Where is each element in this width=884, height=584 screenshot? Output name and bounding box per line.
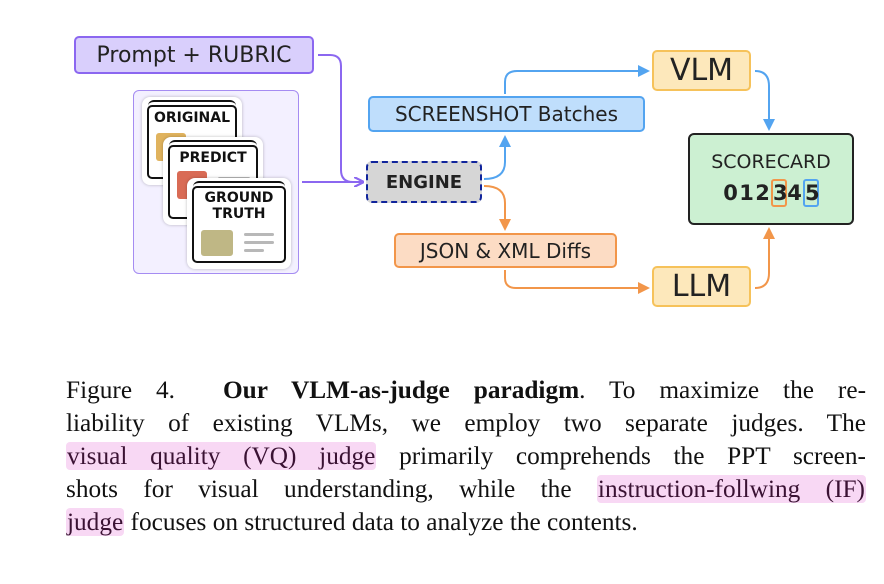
ground-truth-slide-card: GROUND TRUTH <box>187 178 291 269</box>
figure-diagram: Prompt + RUBRIC ORIGINAL PREDICT GROUND … <box>74 36 854 307</box>
caption-line: liability of existing VLMs, we employ tw… <box>66 409 866 437</box>
screenshot-batches-label: SCREENSHOT Batches <box>394 102 619 126</box>
caption-title: Our VLM-as-judge paradigm <box>222 376 580 404</box>
caption-line: judge focuses on structured data to anal… <box>66 508 638 536</box>
original-card-label: ORIGINAL <box>153 110 231 126</box>
score-digit: 4 <box>787 181 803 205</box>
llm-box: LLM <box>652 266 751 307</box>
score-row: 0 1 2 3 4 5 <box>723 179 821 207</box>
figure-caption: Figure 4. Our VLM-as-judge paradigm. To … <box>66 374 866 539</box>
if-judge-highlight: instruction-follwing (IF) <box>596 475 866 503</box>
vq-judge-highlight: visual quality (VQ) judge <box>66 442 377 470</box>
scorecard-box: SCORECARD 0 1 2 3 4 5 <box>688 133 854 225</box>
json-to-llm-connector <box>504 270 650 294</box>
predict-card-label: PREDICT <box>179 150 247 166</box>
caption-figure-label: Figure 4. <box>66 376 175 404</box>
score-digit: 1 <box>739 181 755 205</box>
caption-line: visual quality (VQ) judge primarily comp… <box>66 442 866 470</box>
caption-line: Figure 4. Our VLM-as-judge paradigm. To … <box>66 376 866 404</box>
prompt-rubric-box: Prompt + RUBRIC <box>74 36 314 74</box>
if-judge-highlight-continued: judge <box>66 508 125 536</box>
prompt-rubric-label: Prompt + RUBRIC <box>96 42 292 68</box>
score-digit: 2 <box>755 181 771 205</box>
engine-box: ENGINE <box>366 161 482 203</box>
engine-to-json-connector <box>483 185 511 231</box>
ground-truth-card-label: GROUND TRUTH <box>204 190 274 222</box>
json-xml-diffs-box: JSON & XML Diffs <box>394 233 617 268</box>
engine-to-screenshot-connector <box>483 135 511 180</box>
ground-truth-card-image-icon <box>201 230 233 256</box>
vlm-box: VLM <box>652 50 751 91</box>
ground-truth-card-text-line-icon <box>244 233 274 236</box>
screenshot-batches-box: SCREENSHOT Batches <box>368 96 645 132</box>
json-xml-diffs-label: JSON & XML Diffs <box>419 238 592 263</box>
score-digit-llm-highlight: 3 <box>771 179 789 207</box>
vlm-to-scorecard-connector <box>754 70 775 131</box>
ground-truth-card-text-line-icon <box>244 249 264 252</box>
prompt-to-engine-connector <box>318 54 362 182</box>
score-digit: 0 <box>723 181 739 205</box>
connector-layer <box>302 54 775 294</box>
vlm-label: VLM <box>669 53 734 88</box>
score-digit-vlm-highlight: 5 <box>803 179 821 207</box>
screenshot-to-vlm-connector <box>504 65 650 94</box>
caption-line: shots for visual understanding, while th… <box>66 475 866 503</box>
ground-truth-card-text-line-icon <box>244 241 274 244</box>
engine-label: ENGINE <box>385 171 463 193</box>
llm-label: LLM <box>671 269 732 304</box>
scorecard-title: SCORECARD <box>711 151 831 173</box>
llm-to-scorecard-connector <box>754 227 775 289</box>
